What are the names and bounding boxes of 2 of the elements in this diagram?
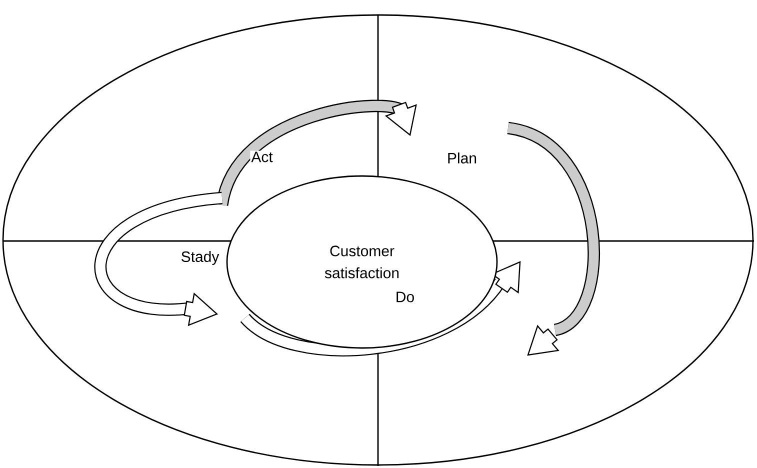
stage-label: Plan (446, 151, 478, 164)
stage-label: Stady (180, 250, 220, 266)
